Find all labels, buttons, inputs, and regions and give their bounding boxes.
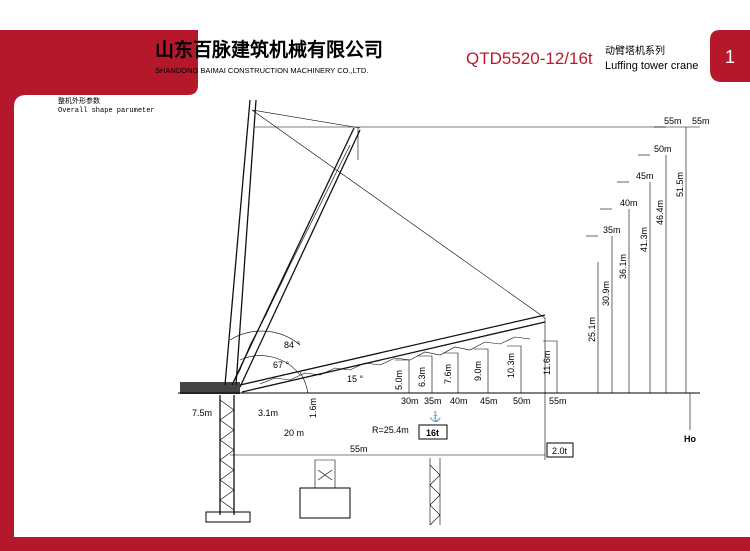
low-height-line xyxy=(507,345,522,393)
height-label: 51.5m xyxy=(675,172,685,197)
tip-load-label: 2.0t xyxy=(552,446,568,456)
bottom-radius-label: 50m xyxy=(513,396,531,406)
min-radius-label: R=25.4m xyxy=(372,425,409,435)
low-height-line xyxy=(474,348,489,393)
bottom-radius-label: 30m xyxy=(401,396,419,406)
height-label: 36.1m xyxy=(618,254,628,279)
angle-15: 15 ° xyxy=(347,374,364,384)
low-height-label: 11.6m xyxy=(542,351,552,375)
height-label: 41.3m xyxy=(639,227,649,252)
max-radius-label: 55m xyxy=(350,444,368,454)
series-cn: 动臂塔机系列 xyxy=(605,44,665,57)
company-logo xyxy=(99,30,145,76)
bottom-radius-label: 45m xyxy=(480,396,498,406)
logo-right: MAI xyxy=(138,58,145,63)
top-radius-label: 40m xyxy=(620,198,638,208)
tip-load-box xyxy=(546,442,574,458)
low-height-label: 7.6m xyxy=(443,364,453,384)
series-en: Luffing tower crane xyxy=(605,60,698,72)
bottom-radius-label: 35m xyxy=(424,396,442,406)
low-height-label: 5.0m xyxy=(394,370,404,390)
low-height-line xyxy=(418,355,433,393)
tower-offset-dim: 3.1m xyxy=(258,408,278,418)
low-height-label: 9.0m xyxy=(473,361,483,381)
hook-icon: ⚓ xyxy=(429,410,441,423)
max-load-box xyxy=(418,424,448,440)
top-radius-label: 45m xyxy=(636,171,654,181)
bottom-radius-label: 55m xyxy=(549,396,567,406)
page-number: 1 xyxy=(725,47,735,67)
top-radius-label: 55m xyxy=(664,116,682,126)
model-number: QTD5520-12/16t xyxy=(466,49,593,68)
height-label: 25.1m xyxy=(587,317,597,342)
top-radius-label: 35m xyxy=(603,225,621,235)
top-radius-label: 50m xyxy=(654,144,672,154)
section-title-cn: 整机外形参数 xyxy=(58,96,100,105)
section-title-en: Overall shape parumeter xyxy=(58,107,155,115)
top-height-label: 55m xyxy=(692,116,710,126)
angle-67: 67 ° xyxy=(273,360,290,370)
bottom-radius-label: 40m xyxy=(450,396,468,406)
tower-height-label: Ho xyxy=(684,434,696,444)
company-name-cn: 山东百脉建筑机械有限公司 xyxy=(155,38,383,61)
jib-base-dim: 20 m xyxy=(284,428,304,438)
page-tab xyxy=(710,30,750,82)
low-height-label: 6.3m xyxy=(417,367,427,387)
bottom-bar xyxy=(0,537,750,551)
height-label: 30.9m xyxy=(601,281,611,306)
crane-drawing xyxy=(180,99,546,526)
pivot-dim: 1.6m xyxy=(308,398,318,418)
angle-84: 84 ° xyxy=(284,340,301,350)
logo-left: BAI xyxy=(100,58,106,63)
company-name-en: SHANDONG BAIMAI CONSTRUCTION MACHINERY C… xyxy=(155,66,368,75)
max-load-label: 16t xyxy=(426,428,439,438)
low-height-line xyxy=(543,340,558,393)
low-height-line xyxy=(444,352,459,393)
low-height-label: 10.3m xyxy=(506,353,516,378)
height-label: 46.4m xyxy=(655,200,665,225)
counter-jib-dim: 7.5m xyxy=(192,408,212,418)
logo-text: 百脉 xyxy=(107,38,138,56)
low-height-line xyxy=(395,359,410,393)
left-frame xyxy=(0,30,198,551)
